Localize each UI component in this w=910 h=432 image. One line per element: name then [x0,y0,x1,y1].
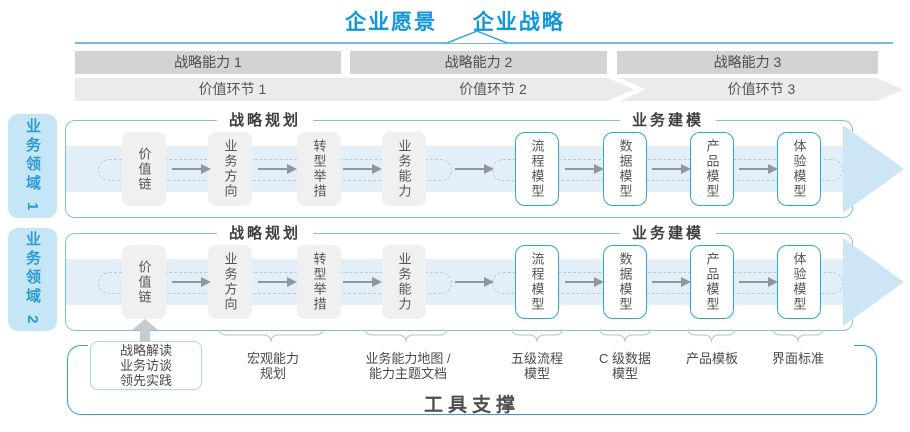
annotation-line: C 级数据 [598,351,652,366]
annotation-process-model: 五级流程 模型 [511,351,563,381]
flow-arrow-icon [739,277,778,287]
flow-arrow-icon [565,277,604,287]
annotation-data-model: C 级数据 模型 [599,351,651,381]
flow-arrow-icon [652,164,691,174]
node-product-model: 产品模型 [690,245,734,319]
annotation-line: 模型 [611,366,639,381]
annotation-line: 界面标准 [771,351,825,366]
brace-icon [365,329,447,343]
section-header-modeling: 业务建模 [619,109,717,130]
node-value-chain: 价值链 [122,132,166,206]
annotation-ui-standard: 界面标准 [772,351,824,366]
annotation-line: 能力主题文档 [368,366,448,381]
flow-arrow-icon [565,164,604,174]
node-process-model: 流程模型 [515,245,559,319]
capability-bar-1: 战略能力 1 [75,51,341,74]
brace-icon [688,329,735,343]
brace-icon [773,329,823,343]
capability-bar-3: 战略能力 3 [617,51,878,74]
section-header-planning: 战略规划 [216,109,314,130]
flow-arrow-icon [739,164,778,174]
annotation-line: 规划 [259,366,287,381]
flow-arrow-icon [652,277,691,287]
node-process-model: 流程模型 [515,132,559,206]
flow-arrow-icon [455,277,494,287]
node-business-direction: 业务方向 [208,245,252,319]
dashed-track-planning [98,159,452,181]
annotation-product-template: 产品模板 [686,351,738,366]
annotation-line: 产品模板 [685,351,739,366]
node-experience-model: 体验模型 [777,132,821,206]
annotation-line: 宏观能力 [246,351,300,366]
value-link-chevron-1: 价值环节 1 [75,78,390,101]
node-business-capability: 业务能力 [382,132,426,206]
capability-bar-2: 战略能力 2 [350,51,607,74]
node-data-model: 数据模型 [603,132,647,206]
practice-line: 业务访谈 [119,358,172,373]
node-data-model: 数据模型 [603,245,647,319]
annotation-line: 五级流程 [510,351,564,366]
node-business-direction: 业务方向 [208,132,252,206]
flow-arrow-icon [172,277,211,287]
up-arrow-icon [132,319,158,343]
annotation-macro-capability: 宏观能力 规划 [247,351,299,381]
domain-row-1: 价值链 业务方向 转型举措 业务能力 流程模型 数据模型 产品模型 体验模型 战… [65,109,910,218]
node-transformation-initiative: 转型举措 [297,132,341,206]
annotation-capability-map: 业务能力地图 / 能力主题文档 [365,351,450,381]
practice-line: 战略解读 [119,343,172,358]
domain-tab-1: 业务领域 1 [8,114,57,218]
value-link-chevron-2: 价值环节 2 [352,78,634,101]
strategy-label: 企业战略 [472,11,565,34]
node-business-capability: 业务能力 [382,245,426,319]
section-header-modeling: 业务建模 [619,222,717,243]
node-product-model: 产品模型 [690,132,734,206]
annotation-line: 模型 [523,366,551,381]
brace-icon [219,329,323,343]
annotation-line: 业务能力地图 / [365,351,451,366]
flow-arrow-icon [343,164,382,174]
value-link-chevron-3: 价值环节 3 [620,78,903,101]
flow-arrow-icon [172,164,211,174]
domain-row-2: 价值链 业务方向 转型举措 业务能力 流程模型 数据模型 产品模型 体验模型 战… [65,222,910,331]
page-title: 企业愿景 企业战略 [0,6,910,36]
practice-annotation-box: 战略解读 业务访谈 领先实践 [90,341,202,390]
practice-line: 领先实践 [119,373,172,388]
dashed-track-planning [98,272,452,294]
tool-support-top-cover [88,343,854,348]
flow-arrow-icon [343,277,382,287]
brace-icon [512,329,562,343]
domain-tab-2: 业务领域 2 [8,228,57,331]
flow-arrow-icon [258,277,297,287]
node-value-chain: 价值链 [122,245,166,319]
divider-caret-icon [75,30,893,44]
node-transformation-initiative: 转型举措 [297,245,341,319]
vision-label: 企业愿景 [345,11,438,34]
brace-icon [600,329,650,343]
flow-arrow-icon [258,164,297,174]
flow-arrow-icon [455,164,494,174]
tool-support-label: 工具支撑 [423,395,520,416]
node-experience-model: 体验模型 [777,245,821,319]
section-header-planning: 战略规划 [216,222,314,243]
